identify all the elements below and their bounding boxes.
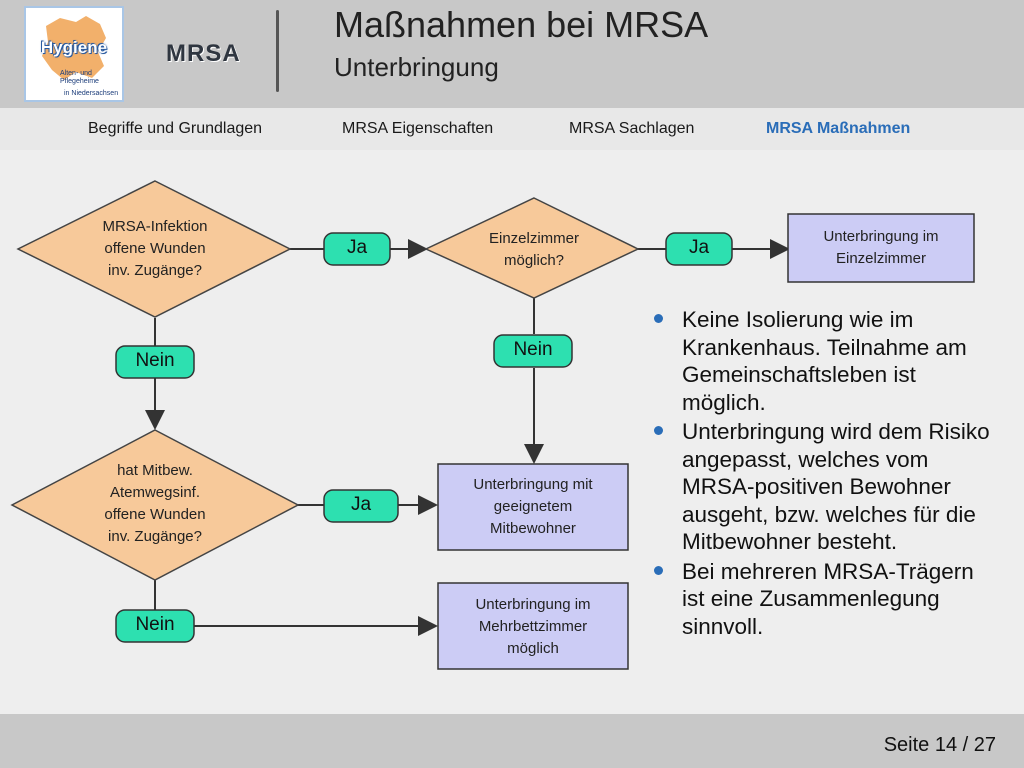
decision-roommate-line-2: Atemwegsinf. xyxy=(109,484,201,501)
footer: Seite 14 / 27 xyxy=(0,714,1024,768)
result-roommate-line-3: Mitbewohner xyxy=(490,520,576,537)
result-box-roommate xyxy=(437,463,629,551)
pill-nein-2 xyxy=(493,334,573,368)
pill-nein-2-label: Nein xyxy=(513,339,553,360)
connector-lines xyxy=(145,239,790,636)
pill-ja-2-label: Ja xyxy=(688,237,710,258)
decision-roommate-line-4: inv. Zugänge? xyxy=(108,528,202,545)
logo-line-1: Alten- und xyxy=(60,70,92,77)
result-roommate-line-2: geeignetem xyxy=(493,498,573,515)
result-multibed-line-3: möglich xyxy=(507,640,559,657)
logo-line-3: in Niedersachsen xyxy=(64,90,119,97)
hygiene-logo: Hygiene Alten- und Pflegeheime in Nieder… xyxy=(24,6,124,102)
result-multibed-text: Unterbringung im Mehrbettzimmer möglich xyxy=(438,594,628,660)
decision-roommate-text: hat Mitbew. Atemwegsinf. offene Wunden i… xyxy=(60,460,250,548)
result-single-room-text: Unterbringung im Einzelzimmer xyxy=(788,226,974,270)
lower-saxony-map-icon xyxy=(42,16,106,80)
section-nav: Begriffe und Grundlagen MRSA Eigenschaft… xyxy=(0,108,1024,150)
header-divider xyxy=(276,10,279,92)
result-multibed-line-1: Unterbringung im xyxy=(475,596,591,613)
decision-roommate-line-3: offene Wunden xyxy=(104,506,206,523)
result-single-room-line-2: Einzelzimmer xyxy=(835,250,926,267)
brand-label: MRSA xyxy=(166,40,241,67)
page-title: Maßnahmen bei MRSA xyxy=(334,4,709,45)
bullet-text: Unterbringung wird dem Risiko angepasst,… xyxy=(682,419,990,554)
result-multibed-line-2: Mehrbettzimmer xyxy=(478,618,588,635)
pill-nein-1 xyxy=(115,345,195,379)
bullet-list: Keine Isolierung wie im Krankenhaus. Tei… xyxy=(650,306,1000,642)
pill-ja-2 xyxy=(665,232,733,266)
decision-single-room-text: Einzelzimmer möglich? xyxy=(454,228,614,272)
decision-infection-line-3: inv. Zugänge? xyxy=(108,262,202,279)
header: Hygiene Alten- und Pflegeheime in Nieder… xyxy=(0,0,1024,108)
decision-roommate-line-1: hat Mitbew. xyxy=(117,462,193,479)
decision-infection-line-2: offene Wunden xyxy=(104,240,206,257)
page-number: Seite 14 / 27 xyxy=(883,734,996,756)
bullet-dot-icon xyxy=(654,565,663,575)
pill-nein-3-label: Nein xyxy=(135,614,175,635)
pill-nein-1-label: Nein xyxy=(135,350,175,371)
decision-single-room-line-1: Einzelzimmer xyxy=(488,230,579,247)
bullet-dot-icon xyxy=(654,426,663,435)
bullet-item: Bei mehreren MRSA-Trägern ist eine Zusam… xyxy=(650,558,1000,641)
result-roommate-line-1: Unterbringung mit xyxy=(473,476,593,493)
decision-infection-line-1: MRSA-Infektion xyxy=(102,218,208,235)
logo-word: Hygiene xyxy=(40,38,108,57)
pill-ja-1 xyxy=(323,232,391,266)
bullet-dot-icon xyxy=(654,314,663,323)
bullet-text: Keine Isolierung wie im Krankenhaus. Tei… xyxy=(682,307,967,415)
decision-diamond-infection xyxy=(16,180,292,318)
nav-item-begriffe[interactable]: Begriffe und Grundlagen xyxy=(88,120,263,137)
bullet-item: Unterbringung wird dem Risiko angepasst,… xyxy=(650,418,1000,556)
nav-item-eigenschaften[interactable]: MRSA Eigenschaften xyxy=(342,120,494,137)
decision-diamond-roommate xyxy=(10,429,300,581)
nav-item-sachlagen[interactable]: MRSA Sachlagen xyxy=(569,120,695,137)
bullet-item: Keine Isolierung wie im Krankenhaus. Tei… xyxy=(650,306,1000,416)
pill-ja-1-label: Ja xyxy=(346,237,368,258)
result-single-room-line-1: Unterbringung im xyxy=(823,228,939,245)
pill-nein-3 xyxy=(115,609,195,643)
page-subtitle: Unterbringung xyxy=(334,52,499,82)
decision-single-room-line-2: möglich? xyxy=(503,252,565,269)
result-roommate-text: Unterbringung mit geeignetem Mitbewohner xyxy=(438,474,628,540)
bullet-text: Bei mehreren MRSA-Trägern ist eine Zusam… xyxy=(682,558,974,639)
result-box-multibed xyxy=(437,582,629,670)
result-box-single-room xyxy=(787,213,975,283)
pill-ja-3-label: Ja xyxy=(350,494,372,515)
logo-line-2: Pflegeheime xyxy=(60,78,99,85)
decision-infection-text: MRSA-Infektion offene Wunden inv. Zugäng… xyxy=(60,216,250,282)
pill-ja-3 xyxy=(323,489,399,523)
nav-item-massnahmen[interactable]: MRSA Maßnahmen xyxy=(766,120,911,137)
decision-diamond-single-room xyxy=(424,197,640,299)
